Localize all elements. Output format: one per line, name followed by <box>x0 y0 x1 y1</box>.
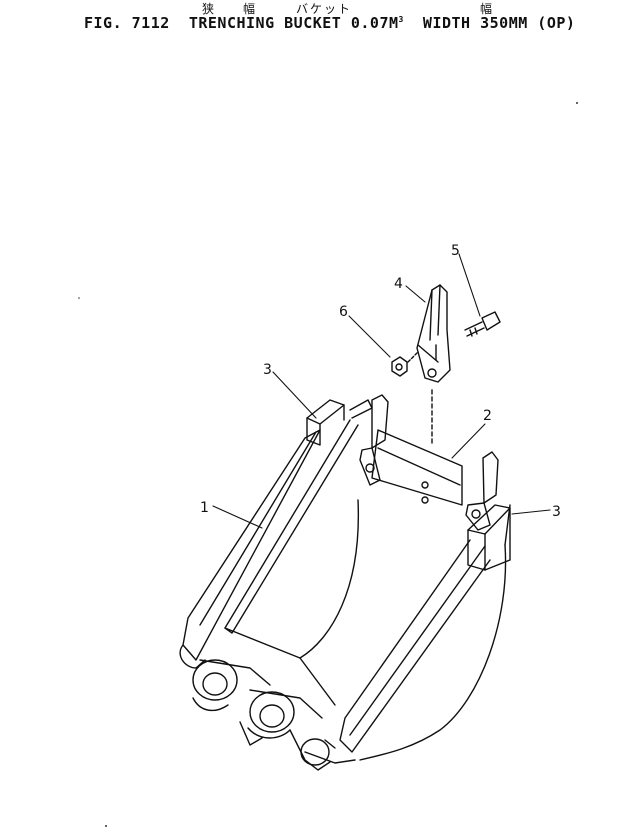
jp-label-width: 幅 <box>243 2 258 16</box>
callout-4: 4 <box>394 276 403 292</box>
nut <box>391 351 419 377</box>
figure-number: FIG. 7112 <box>84 14 170 32</box>
side-cutter-left <box>306 399 373 446</box>
callout-5: 5 <box>451 243 460 259</box>
jp-label-narrow: 狭 <box>202 2 217 16</box>
callout-6: 6 <box>339 304 348 320</box>
tooth-mounted-left <box>359 394 389 486</box>
figure-title-rest: WIDTH 350MM (OP) <box>422 14 576 32</box>
callout-3-left: 3 <box>263 362 272 378</box>
jp-label-bucket: バケット <box>296 2 353 16</box>
figure-title-main: TRENCHING BUCKET 0.07M <box>188 14 399 32</box>
callout-1: 1 <box>200 500 209 516</box>
jp-label-width-2: 幅 <box>480 2 495 16</box>
bucket-body <box>179 419 511 771</box>
figure-title-superscript: 3 <box>398 15 404 24</box>
tooth-mounted-right <box>465 451 499 531</box>
side-cutter-right <box>467 504 511 571</box>
callout-3-right: 3 <box>552 504 561 520</box>
bolt <box>464 311 501 337</box>
figure-title: FIG. 7112 TRENCHING BUCKET 0.07M3 WIDTH … <box>84 14 575 32</box>
callout-2: 2 <box>483 408 492 424</box>
tooth <box>416 284 451 383</box>
